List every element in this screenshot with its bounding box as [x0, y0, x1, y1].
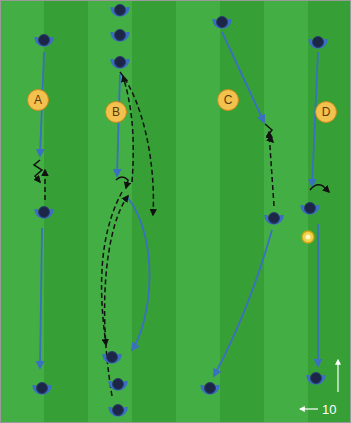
scale-arrows [300, 360, 338, 409]
grass-stripe [88, 0, 132, 423]
group-marker: B [105, 101, 127, 123]
group-marker: D [315, 101, 337, 123]
player-icon [302, 203, 318, 214]
player-icon [36, 207, 52, 218]
player-icon [214, 17, 230, 28]
player-icon [202, 383, 218, 394]
grass-stripe [220, 0, 264, 423]
dribble-lines [34, 124, 329, 192]
player-icon [308, 373, 324, 384]
player-icon [266, 213, 282, 224]
grass-stripe [264, 0, 308, 423]
player-icon [112, 5, 128, 16]
player-icon [112, 30, 128, 41]
group-letter: C [224, 94, 233, 106]
group-marker: C [217, 89, 239, 111]
player-icon [36, 35, 52, 46]
group-letter: D [322, 106, 331, 118]
player-icon [310, 37, 326, 48]
group-marker: A [27, 89, 49, 111]
group-letter: A [34, 94, 42, 106]
grass-stripe [176, 0, 220, 423]
player-icon [110, 405, 126, 416]
player-icon [112, 57, 128, 68]
group-letter: B [112, 106, 120, 118]
grass-stripe [132, 0, 176, 423]
player-icon [110, 379, 126, 390]
players [34, 5, 326, 416]
scale-length: 10 [322, 403, 336, 416]
cone [302, 231, 314, 243]
player-icon [104, 352, 120, 363]
run-lines [40, 32, 318, 376]
player-icon [34, 383, 50, 394]
pass-lines [45, 72, 274, 396]
